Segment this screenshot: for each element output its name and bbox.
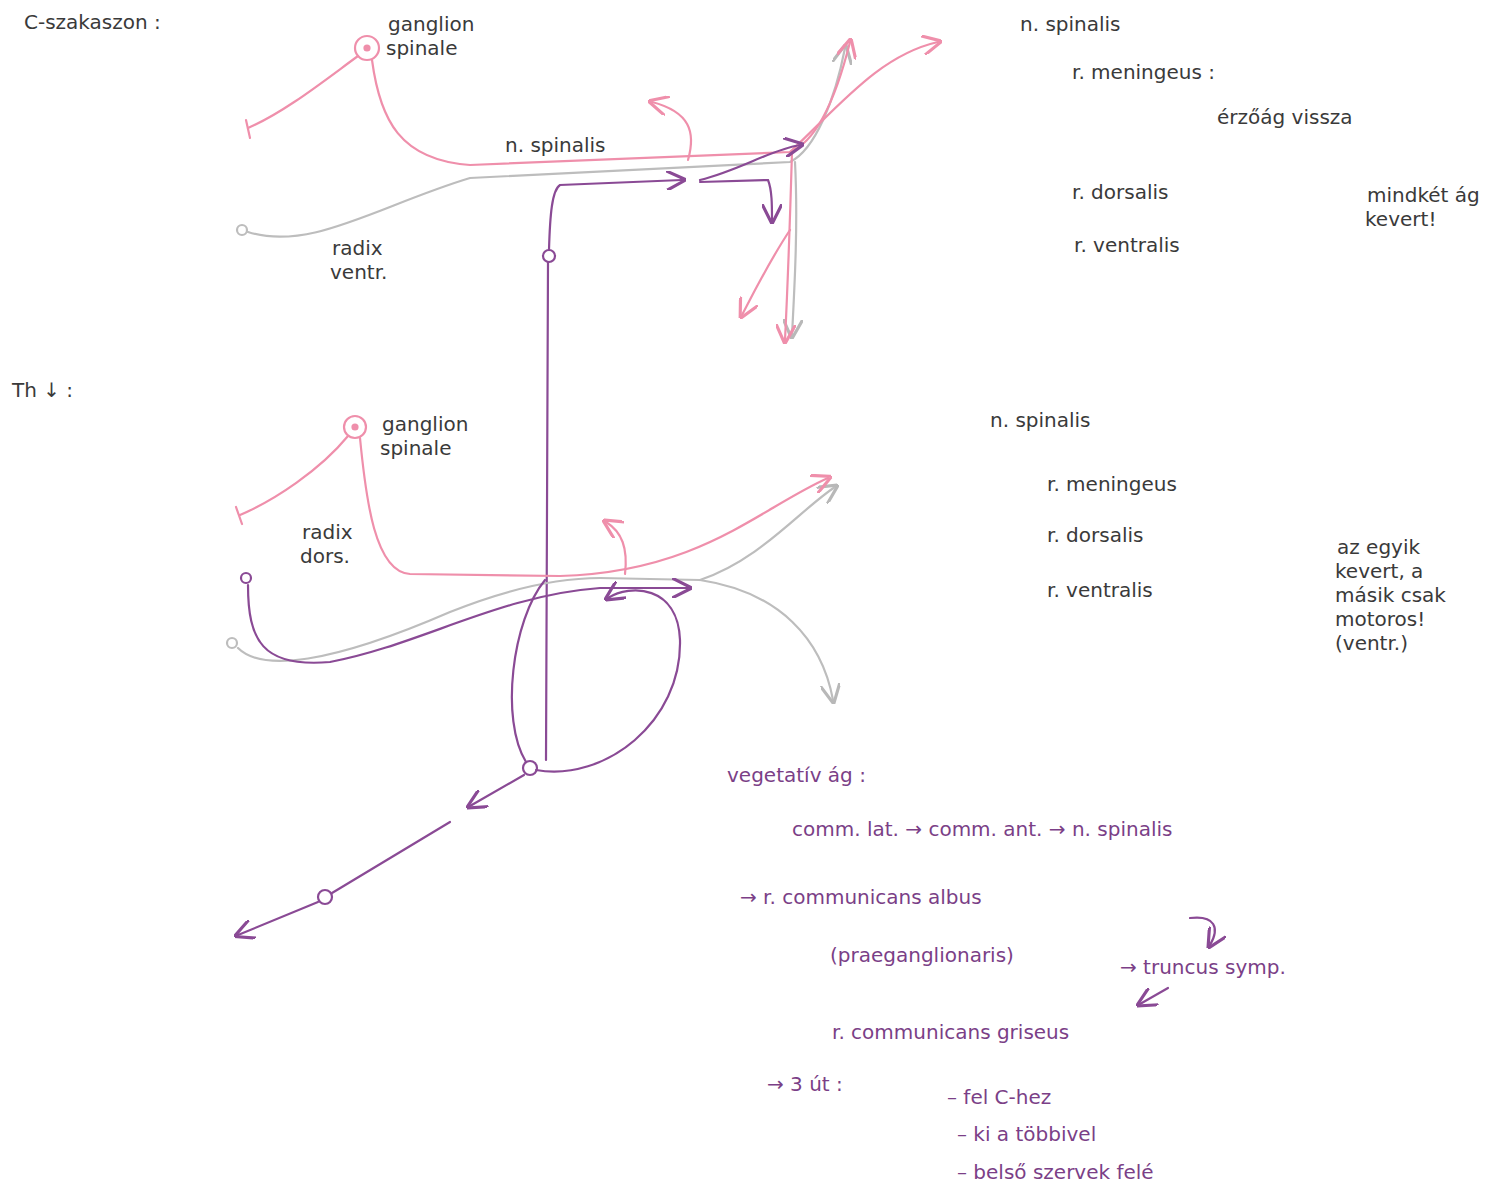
label-text: – ki a többivel [955,1122,1098,1146]
annotation-label: – ki a többivel [955,1122,1098,1146]
label-text: – belső szervek felé [955,1160,1156,1184]
label-text: → truncus symp. [1118,955,1288,979]
annotation-label: → truncus symp. [1118,955,1288,979]
annotation-label: n. spinalis [988,408,1093,432]
annotation-label: n. spinalis [1018,12,1123,36]
annotation-label: – fel C-hez [945,1085,1053,1109]
annotation-label: r. ventralis [1045,578,1155,602]
label-text: r. ventralis [1045,578,1155,602]
annotation-label: mindkét ág kevert! [1365,183,1490,231]
label-text: mindkét ág kevert! [1365,183,1480,231]
label-text: r. ventralis [1072,233,1182,257]
ventral-root [227,487,835,700]
annotation-label: vegetatív ág : [725,763,868,787]
label-text: radix ventr. [330,236,389,284]
annotation-label: r. dorsalis [1045,523,1145,547]
annotation-label: r. meningeus : [1070,60,1217,84]
label-text: ganglion spinale [386,12,474,60]
label-text: Th ↓ : [10,378,75,402]
annotation-label: érzőág vissza [1215,105,1355,129]
label-text: ganglion spinale [380,412,468,460]
annotation-label: r. communicans griseus [830,1020,1071,1044]
label-text: → r. communicans albus [738,885,984,909]
label-text: C-szakaszon : [22,10,163,34]
label-text: n. spinalis [1018,12,1123,36]
annotation-label: – belső szervek felé [955,1160,1156,1184]
annotation-label: radix ventr. [330,236,440,284]
label-text: r. communicans griseus [830,1020,1071,1044]
vegetative-fibres [238,573,1215,1004]
label-text: (praeganglionaris) [828,943,1016,967]
annotation-label: → 3 út : [765,1072,845,1096]
label-text: n. spinalis [503,133,608,157]
annotation-label: az egyik kevert, a másik csak motoros! (… [1335,535,1485,655]
annotation-label: (praeganglionaris) [828,943,1016,967]
label-text: → 3 út : [765,1072,845,1096]
sensory-fibres [246,36,938,340]
annotation-label: → r. communicans albus [738,885,984,909]
label-text: érzőág vissza [1215,105,1355,129]
annotation-label: ganglion spinale [386,12,526,60]
label-text: r. dorsalis [1045,523,1145,547]
label-text: r. meningeus [1045,472,1179,496]
annotation-label: r. dorsalis [1070,180,1170,204]
annotation-label: Th ↓ : [10,378,75,402]
annotation-label: C-szakaszon : [22,10,163,34]
label-text: comm. lat. → comm. ant. → n. spinalis [790,817,1174,841]
annotation-label: r. meningeus [1045,472,1179,496]
annotation-label: radix dors. [300,520,380,568]
annotation-label: ganglion spinale [380,412,510,460]
ventral-root [237,48,845,335]
annotation-label: r. ventralis [1072,233,1182,257]
label-text: radix dors. [300,520,353,568]
label-text: r. dorsalis [1070,180,1170,204]
label-text: az egyik kevert, a másik csak motoros! (… [1335,535,1446,655]
label-text: – fel C-hez [945,1085,1053,1109]
label-text: vegetatív ág : [725,763,868,787]
annotation-label: comm. lat. → comm. ant. → n. spinalis [790,817,1174,841]
label-text: n. spinalis [988,408,1093,432]
label-text: r. meningeus : [1070,60,1217,84]
annotation-label: n. spinalis [503,133,608,157]
vegetative-fibres [543,145,800,760]
sensory-fibres [236,416,828,576]
